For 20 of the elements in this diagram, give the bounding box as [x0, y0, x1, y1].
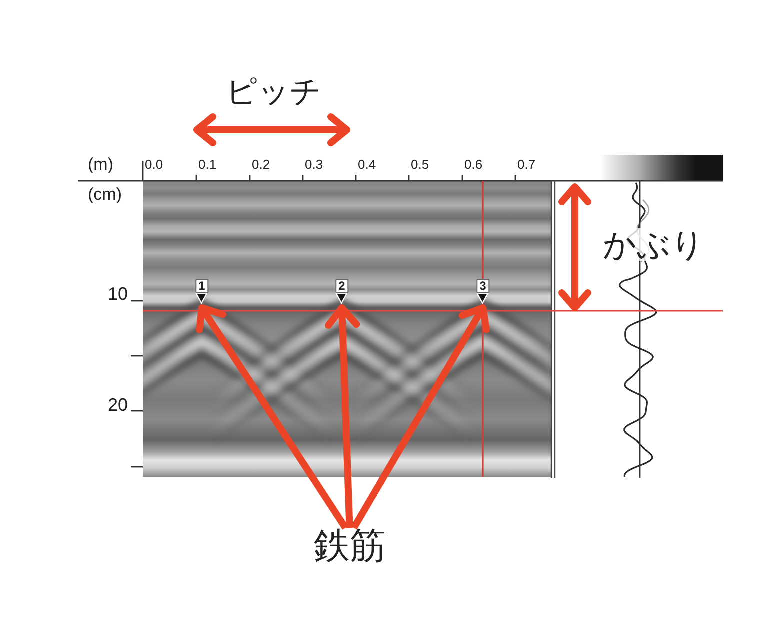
marker-number: 2	[336, 279, 348, 293]
tick-label: 0.1	[198, 158, 217, 171]
tick-label: 0.7	[518, 158, 536, 171]
leader-arrow	[350, 304, 490, 530]
rebar-label: 鉄筋	[314, 528, 386, 564]
tick-label: 0.5	[411, 158, 430, 171]
axis-unit-label: (cm)	[88, 186, 122, 203]
tick-label: 0.4	[358, 158, 376, 171]
tick-label: 0.0	[145, 158, 164, 171]
tick-label: 0.2	[252, 158, 270, 171]
leader-arrow	[325, 304, 360, 528]
depth-tick-label: 10	[106, 285, 128, 303]
pitch-label: ピッチ	[226, 76, 322, 107]
depth-tick-label: 20	[106, 396, 128, 414]
marker-number: 3	[476, 279, 490, 293]
tick-label: 0.6	[464, 158, 483, 171]
leader-arrow	[196, 304, 349, 530]
axis-unit-label: (m)	[88, 156, 114, 173]
marker-number: 1	[196, 279, 208, 293]
tick-label: 0.3	[305, 158, 324, 171]
